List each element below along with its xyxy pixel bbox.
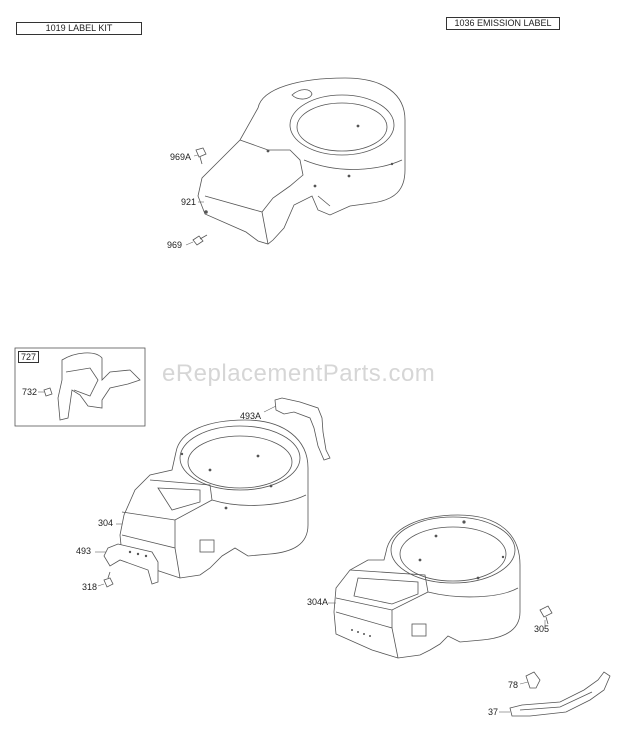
clip-78: [519, 671, 541, 689]
part-label-969: 969: [167, 240, 183, 250]
screw-318: [97, 571, 114, 588]
blower-housing-921: [197, 77, 406, 245]
part-label-318: 318: [82, 582, 98, 592]
part-label-969A: 969A: [170, 152, 192, 162]
part-label-37: 37: [488, 707, 499, 717]
label-kit-box: 1019 LABEL KIT: [16, 22, 142, 35]
bracket-493: [95, 543, 159, 585]
inset-number-727: 727: [18, 351, 40, 363]
part-label-921: 921: [181, 197, 197, 207]
screw-969A: [193, 147, 207, 165]
part-label-493A: 493A: [240, 411, 262, 421]
part-label-732: 732: [22, 387, 38, 397]
part-label-304: 304: [98, 518, 114, 528]
part-label-493: 493: [76, 546, 92, 556]
bracket-493A: [263, 397, 331, 461]
part-label-78: 78: [508, 680, 519, 690]
screw-969: [185, 234, 208, 246]
part-label-304A: 304A: [307, 597, 329, 607]
emission-label-text: 1036 EMISSION LABEL: [454, 18, 552, 28]
label-kit-text: 1019 LABEL KIT: [45, 23, 113, 33]
part-label-305: 305: [534, 624, 550, 634]
emission-label-box: 1036 EMISSION LABEL: [446, 17, 560, 30]
blower-housing-304A: [333, 514, 521, 659]
watermark: eReplacementParts.com: [162, 360, 436, 387]
link-37: [499, 671, 611, 717]
screw-305: [539, 605, 553, 626]
blower-housing-304: [119, 419, 309, 579]
